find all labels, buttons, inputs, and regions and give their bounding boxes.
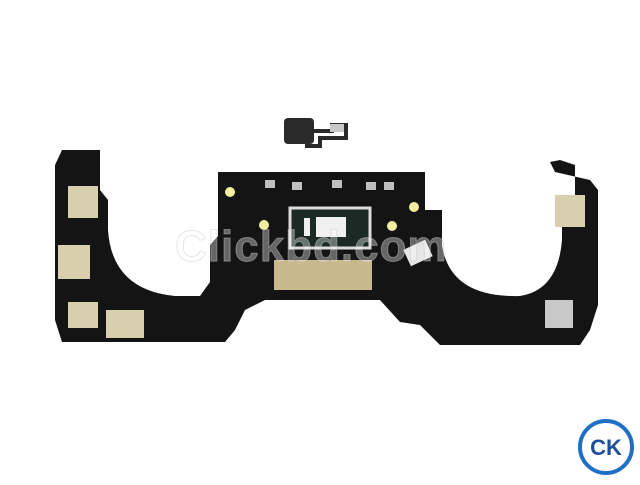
watermark: Clickbd.com xyxy=(175,222,448,272)
svg-text:CK: CK xyxy=(590,435,622,460)
brand-logo: CK xyxy=(577,418,635,476)
touch-id-sensor xyxy=(284,118,348,148)
ck-logo-icon: CK xyxy=(578,419,634,475)
